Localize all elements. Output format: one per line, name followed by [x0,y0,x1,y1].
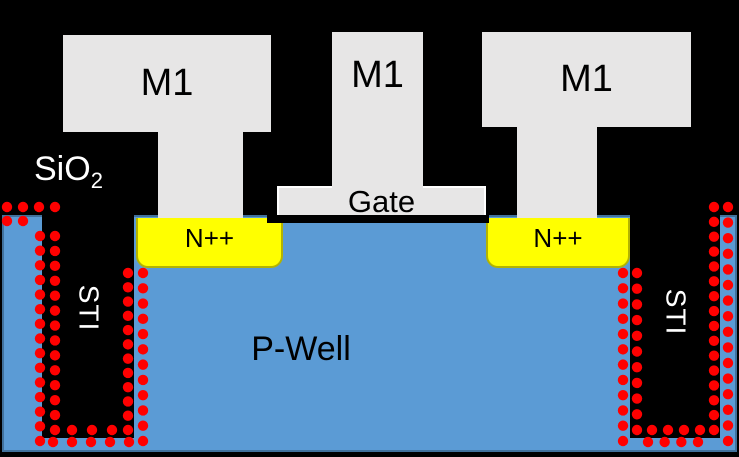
gate-label: Gate [347,183,416,219]
sti-left-label: STI [73,284,104,332]
m1-right-label: M1 [560,58,613,100]
gate-electrode: Gate [277,184,486,219]
m1-left-contact-via [158,130,243,218]
m1-center-contact: M1 [332,32,423,188]
m1-right-contact-via [517,125,597,218]
sti-right-trench [630,213,720,438]
nplus-source-region: N++ [136,218,283,268]
m1-right-contact: M1 [482,32,691,127]
sio2-subscript: 2 [90,167,103,193]
nplus-right-label: N++ [533,222,583,253]
pwell-label: P-Well [251,329,351,368]
sti-right-label: STI [660,288,691,336]
m1-center-label: M1 [351,54,404,96]
nplus-drain-region: N++ [486,218,630,268]
m1-left-label: M1 [140,62,194,104]
nplus-left-label: N++ [184,222,235,253]
m1-left-contact: M1 [63,35,271,132]
sio2-label: SiO2 [34,150,103,193]
